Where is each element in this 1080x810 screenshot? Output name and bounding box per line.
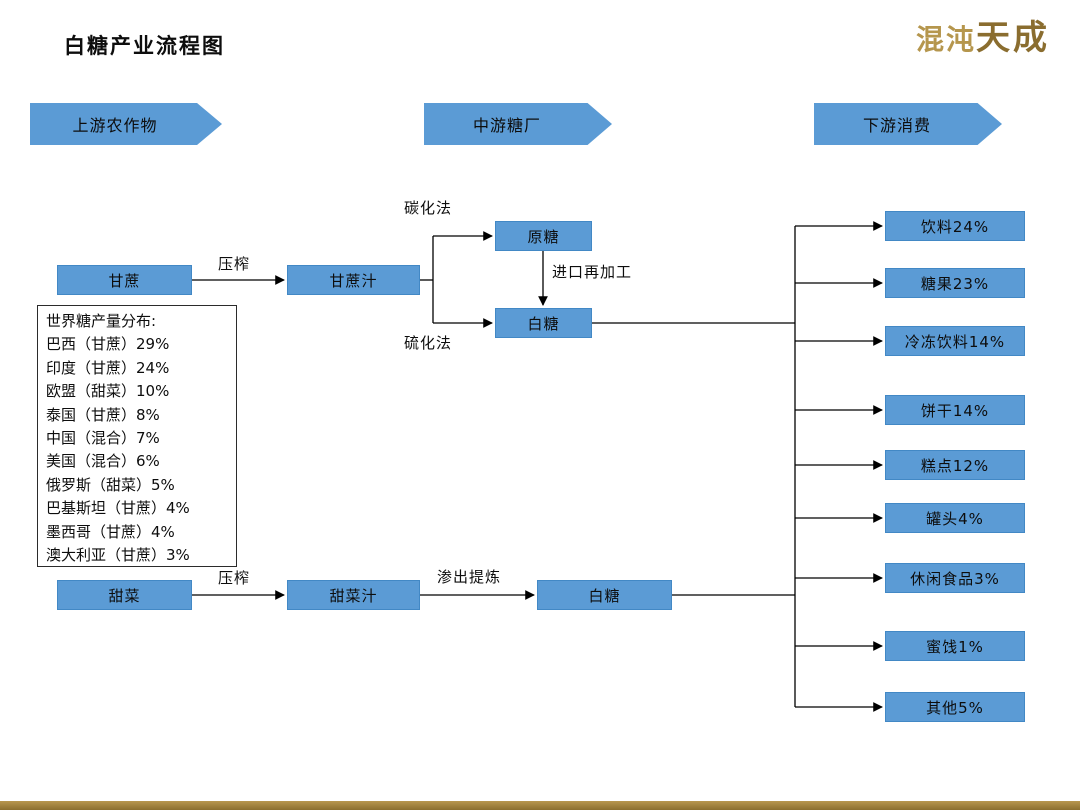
node-consumption-biscuit: 饼干14% bbox=[885, 395, 1025, 425]
world-production-box: 世界糖产量分布: 巴西（甘蔗）29% 印度（甘蔗）24% 欧盟（甜菜）10% 泰… bbox=[37, 305, 237, 567]
node-consumption-pastry: 糕点12% bbox=[885, 450, 1025, 480]
world-production-title: 世界糖产量分布: bbox=[46, 312, 157, 330]
company-logo: 混沌天成 bbox=[916, 10, 1050, 59]
edge-label-diffusion-refining: 渗出提炼 bbox=[437, 568, 502, 586]
stage-header-midstream: 中游糖厂 bbox=[424, 103, 612, 145]
edge-label-import-reprocessing: 进口再加工 bbox=[552, 263, 633, 281]
edge-label-carbonation: 碳化法 bbox=[404, 199, 453, 217]
production-item: 泰国（甘蔗）8% bbox=[46, 405, 160, 424]
page-title: 白糖产业流程图 bbox=[64, 34, 225, 58]
edge-label-sulfitation: 硫化法 bbox=[404, 334, 453, 352]
production-item: 巴西（甘蔗）29% bbox=[46, 335, 170, 354]
node-consumption-preserves: 蜜饯1% bbox=[885, 631, 1025, 661]
node-white-sugar-beet: 白糖 bbox=[537, 580, 672, 610]
node-raw-sugar: 原糖 bbox=[495, 221, 592, 251]
stage-header-downstream: 下游消费 bbox=[814, 103, 1002, 145]
logo-text-part2: 天成 bbox=[976, 18, 1050, 58]
production-item: 澳大利亚（甘蔗）3% bbox=[46, 546, 190, 565]
node-beet-juice: 甜菜汁 bbox=[287, 580, 420, 610]
production-item: 中国（混合）7% bbox=[46, 429, 160, 448]
node-white-sugar-cane: 白糖 bbox=[495, 308, 592, 338]
node-consumption-canned: 罐头4% bbox=[885, 503, 1025, 533]
node-consumption-beverage: 饮料24% bbox=[885, 211, 1025, 241]
stage-header-upstream: 上游农作物 bbox=[30, 103, 222, 145]
production-item: 美国（混合）6% bbox=[46, 452, 160, 471]
production-item: 欧盟（甜菜）10% bbox=[46, 382, 170, 401]
node-consumption-candy: 糖果23% bbox=[885, 268, 1025, 298]
node-cane-juice: 甘蔗汁 bbox=[287, 265, 420, 295]
edge-label-pressing-beet: 压榨 bbox=[218, 569, 251, 587]
production-item: 印度（甘蔗）24% bbox=[46, 358, 170, 377]
node-consumption-snack: 休闲食品3% bbox=[885, 563, 1025, 593]
bottom-accent-bar bbox=[0, 801, 1080, 810]
node-sugarcane: 甘蔗 bbox=[57, 265, 192, 295]
production-item: 俄罗斯（甜菜）5% bbox=[46, 475, 175, 494]
node-consumption-other: 其他5% bbox=[885, 692, 1025, 722]
edge-label-pressing-cane: 压榨 bbox=[218, 255, 251, 273]
node-consumption-frozen-drink: 冷冻饮料14% bbox=[885, 326, 1025, 356]
production-item: 巴基斯坦（甘蔗）4% bbox=[46, 499, 190, 518]
logo-text-part1: 混沌 bbox=[915, 23, 976, 56]
production-item: 墨西哥（甘蔗）4% bbox=[46, 522, 175, 541]
node-beet: 甜菜 bbox=[57, 580, 192, 610]
